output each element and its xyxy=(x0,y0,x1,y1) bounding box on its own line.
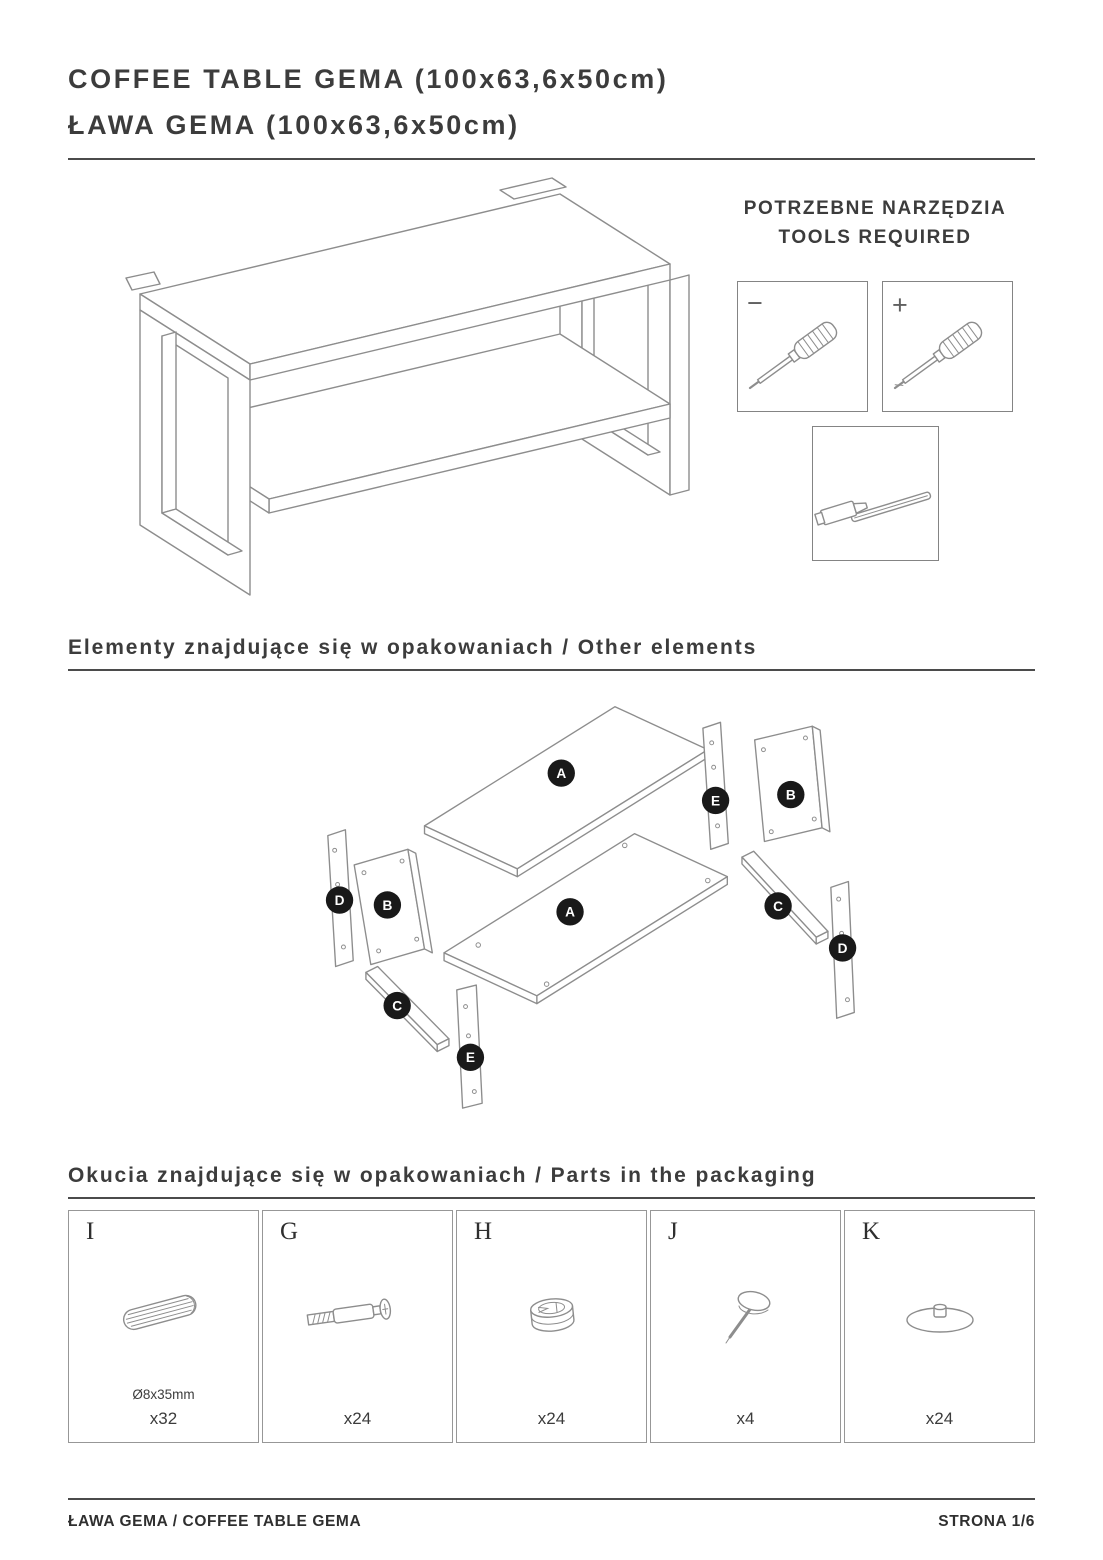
hardware-letter: I xyxy=(86,1217,95,1245)
hammer-icon xyxy=(813,491,931,526)
elements-rule xyxy=(68,668,1035,671)
coffee-table-line-art xyxy=(125,177,690,596)
svg-text:C: C xyxy=(392,998,402,1013)
part-label-b-left: B xyxy=(373,891,402,919)
footer-rule xyxy=(68,1498,1035,1500)
phillips-screwdriver-box: + xyxy=(882,280,1013,412)
svg-text:E: E xyxy=(466,1050,475,1065)
cam-lock-icon xyxy=(457,1246,646,1387)
hardware-section: Okucia znajdujące się w opakowaniach / P… xyxy=(68,1164,1035,1443)
flat-screwdriver-icon: − xyxy=(747,288,838,389)
flat-sign: − xyxy=(747,288,763,318)
elements-section: Elementy znajdujące się w opakowaniach /… xyxy=(68,636,1035,1124)
screwdriver-row: − xyxy=(729,280,1021,412)
hardware-quantity: x24 xyxy=(925,1408,954,1428)
hardware-quantity: x24 xyxy=(343,1408,372,1428)
page-content: COFFEE TABLE GEMA (100x63,6x50cm) ŁAWA G… xyxy=(68,0,1035,1443)
part-label-e-lower: E xyxy=(456,1043,485,1071)
page-title-en: COFFEE TABLE GEMA (100x63,6x50cm) xyxy=(68,64,669,94)
glide-pad-icon xyxy=(845,1246,1034,1387)
svg-text:C: C xyxy=(773,899,783,914)
elements-heading: Elementy znajdujące się w opakowaniach /… xyxy=(68,635,758,659)
tools-heading-en: TOOLS REQUIRED xyxy=(778,227,972,249)
hardware-letter: K xyxy=(862,1217,881,1245)
svg-text:B: B xyxy=(382,898,392,913)
hardware-box-g: G xyxy=(262,1209,453,1443)
hardware-letter: G xyxy=(280,1217,299,1245)
coffee-table-drawing xyxy=(125,177,690,596)
dowel-icon xyxy=(69,1246,258,1387)
hardware-quantity: x32 xyxy=(149,1408,178,1428)
exploded-parts-diagram: A E B D B A C xyxy=(325,705,857,1109)
hardware-rule xyxy=(68,1196,1035,1199)
svg-text:A: A xyxy=(565,905,575,920)
cam-bolt-icon xyxy=(263,1246,452,1387)
part-support-e-upper xyxy=(702,721,729,850)
nail-pin-icon xyxy=(651,1246,840,1387)
part-label-b-right: B xyxy=(777,780,805,809)
svg-text:D: D xyxy=(335,893,345,908)
part-label-e-upper: E xyxy=(701,786,730,815)
flat-screwdriver-box: − xyxy=(737,280,868,412)
hardware-box-k: K x24 xyxy=(844,1209,1035,1443)
hero-section: POTRZEBNE NARZĘDZIA TOOLS REQUIRED − xyxy=(68,160,1035,622)
hardware-quantity: x4 xyxy=(736,1408,755,1428)
title-block: COFFEE TABLE GEMA (100x63,6x50cm) ŁAWA G… xyxy=(68,56,1035,160)
part-label-d-right: D xyxy=(828,934,857,962)
svg-text:B: B xyxy=(786,787,796,802)
part-label-c-left: C xyxy=(383,991,411,1020)
hardware-letter: H xyxy=(474,1217,493,1245)
part-label-c-right: C xyxy=(764,892,792,920)
page-title-pl: ŁAWA GEMA (100x63,6x50cm) xyxy=(68,110,520,141)
hammer-box xyxy=(811,425,939,561)
hardware-heading: Okucia znajdujące się w opakowaniach / P… xyxy=(68,1163,817,1187)
footer-product-name: ŁAWA GEMA / COFFEE TABLE GEMA xyxy=(68,1513,362,1530)
hardware-box-j: J x4 xyxy=(650,1209,841,1443)
hardware-dimension-note: Ø8x35mm xyxy=(132,1386,195,1402)
assembled-table-illustration xyxy=(110,174,710,624)
svg-text:E: E xyxy=(711,793,720,808)
page-footer: ŁAWA GEMA / COFFEE TABLE GEMA STRONA 1/6 xyxy=(68,1498,1035,1531)
hardware-box-i: I Ø8x35mm x32 xyxy=(68,1209,259,1443)
phillips-screwdriver-icon: + xyxy=(892,290,983,389)
title-rule xyxy=(68,157,1035,160)
hardware-row: I Ø8x35mm x32 xyxy=(68,1209,1035,1443)
phillips-sign: + xyxy=(892,290,908,320)
svg-text:D: D xyxy=(838,941,848,956)
footer-page-number: STRONA 1/6 xyxy=(938,1513,1035,1530)
part-label-d-left: D xyxy=(325,886,354,914)
svg-text:A: A xyxy=(556,766,566,781)
hardware-quantity: x24 xyxy=(537,1408,566,1428)
part-top-panel-a xyxy=(423,705,709,878)
tools-heading-pl: POTRZEBNE NARZĘDZIA xyxy=(743,197,1007,219)
part-label-a-top: A xyxy=(547,759,575,787)
table-left-leg xyxy=(139,309,251,596)
exploded-diagram-wrap: A E B D B A C xyxy=(68,689,1035,1124)
part-label-a-bottom: A xyxy=(556,898,584,926)
hardware-box-h: H x24 xyxy=(456,1209,647,1443)
part-bottom-panel-a xyxy=(443,832,729,1005)
tools-required-section: POTRZEBNE NARZĘDZIA TOOLS REQUIRED − xyxy=(729,194,1021,561)
hardware-letter: J xyxy=(668,1217,678,1245)
